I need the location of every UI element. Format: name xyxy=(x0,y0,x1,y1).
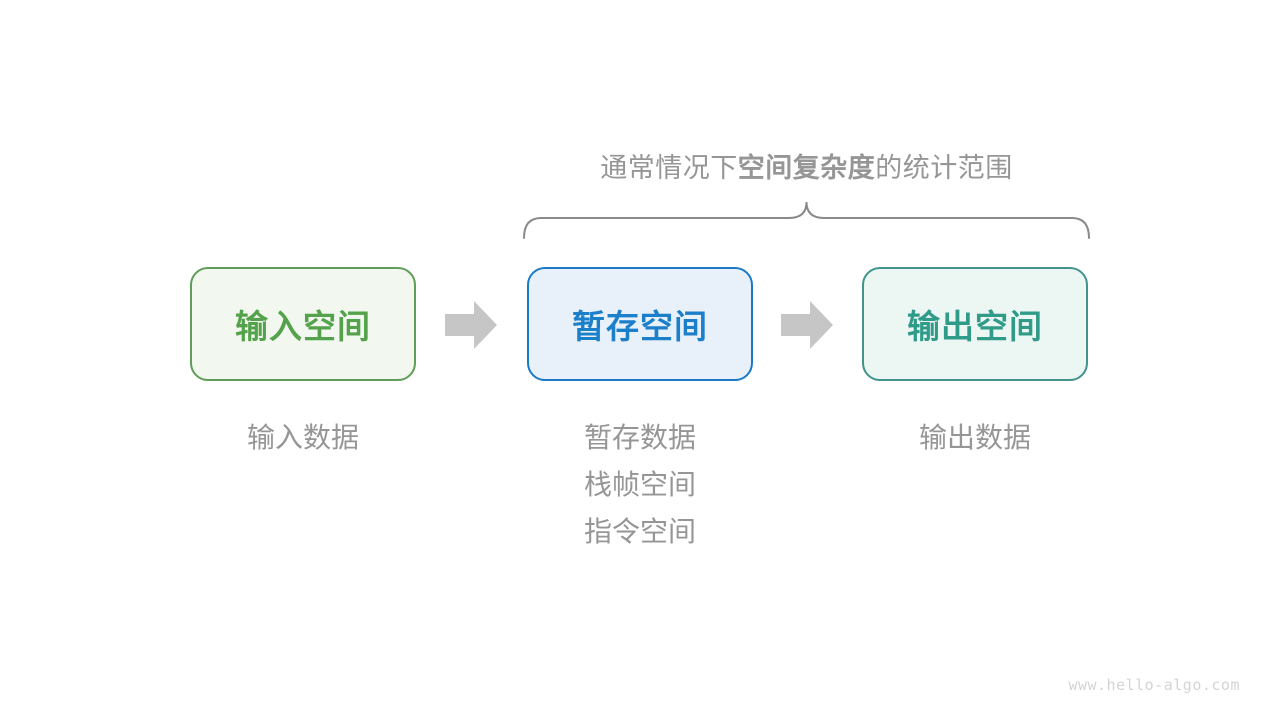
annotation-output-data: 输出数据 xyxy=(918,422,1031,453)
title-prefix: 通常情况下 xyxy=(600,153,738,183)
input-annotations: 输入数据 xyxy=(190,423,416,453)
box-output-space: 输出空间 xyxy=(862,267,1088,381)
watermark: www.hello-algo.com xyxy=(1068,676,1240,694)
block-arrow-right-icon xyxy=(781,301,833,349)
annotation-temp-data: 暂存数据 xyxy=(583,422,696,453)
title-emphasis: 空间复杂度 xyxy=(737,153,876,183)
diagram-title: 通常情况下空间复杂度的统计范围 xyxy=(523,146,1090,185)
temp-annotations: 暂存数据 栈帧空间 指令空间 xyxy=(527,423,753,547)
box-temporary-space-label: 暂存空间 xyxy=(572,308,708,345)
block-arrow-right-icon xyxy=(445,301,497,349)
annotation-stack-frame-space: 栈帧空间 xyxy=(583,469,696,500)
annotation-instruction-space: 指令空间 xyxy=(583,516,696,547)
output-annotations: 输出数据 xyxy=(862,423,1088,453)
curly-brace-icon xyxy=(523,201,1090,239)
box-output-space-label: 输出空间 xyxy=(907,308,1043,345)
title-suffix: 的统计范围 xyxy=(875,153,1013,183)
box-input-space: 输入空间 xyxy=(190,267,416,381)
annotation-input-data: 输入数据 xyxy=(246,422,359,453)
box-temporary-space: 暂存空间 xyxy=(527,267,753,381)
box-input-space-label: 输入空间 xyxy=(235,308,371,345)
